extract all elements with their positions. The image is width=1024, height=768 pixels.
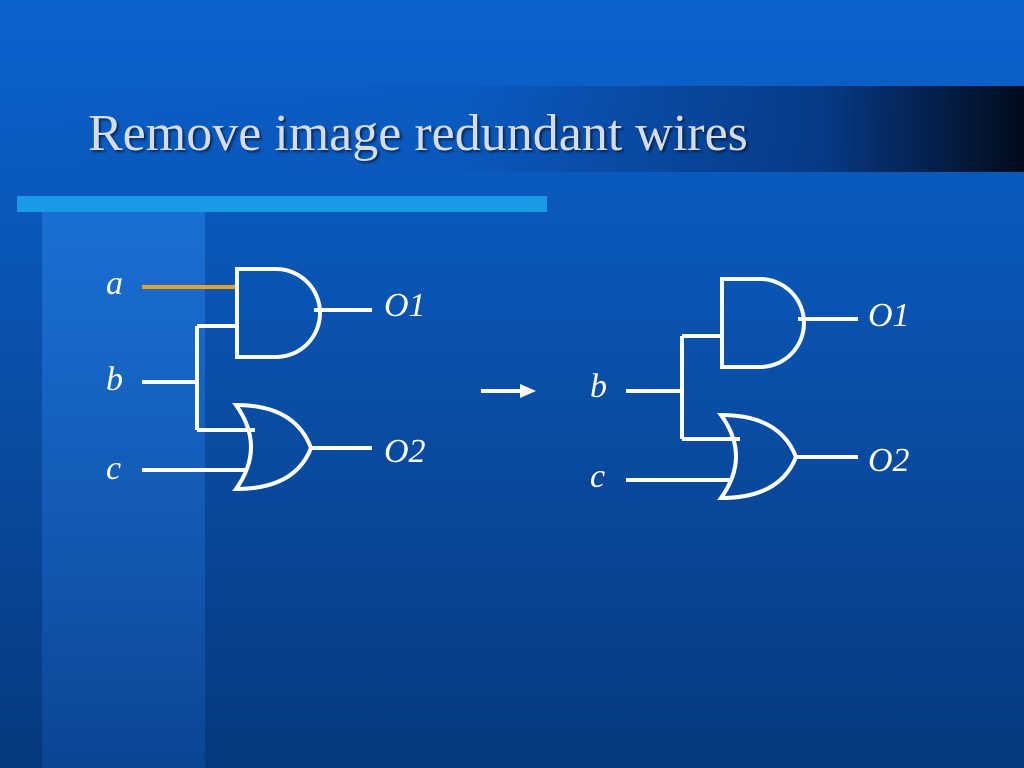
input-label-b-after: b — [590, 368, 607, 405]
transform-arrow-icon — [481, 384, 536, 398]
or-gate-after — [717, 412, 799, 501]
title-bar — [0, 86, 1024, 172]
circuit-after: b c O1 O2 — [590, 277, 910, 501]
or-gate-before — [232, 402, 314, 492]
output-label-o1-after: O1 — [868, 297, 910, 334]
input-label-c: c — [106, 450, 121, 487]
input-label-c-after: c — [590, 458, 605, 495]
output-label-o2: O2 — [384, 433, 426, 470]
and-gate-after — [720, 277, 806, 369]
circuit-before: a b c O1 O2 — [106, 265, 426, 492]
input-label-b: b — [106, 361, 123, 398]
title-accent-bar — [17, 196, 547, 212]
input-label-a: a — [106, 265, 123, 302]
slide-title: Remove image redundant wires — [88, 105, 748, 162]
output-label-o1: O1 — [384, 287, 426, 324]
left-decorative-band — [42, 210, 205, 768]
and-gate-before — [235, 267, 322, 359]
output-label-o2-after: O2 — [868, 442, 910, 479]
